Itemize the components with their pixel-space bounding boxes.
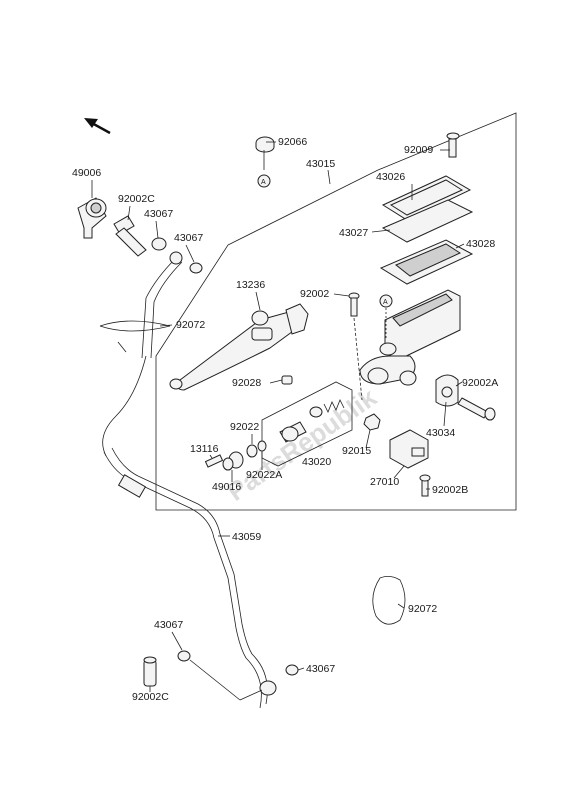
part-switch-27010 [389, 429, 429, 469]
part-bolt-92002a [457, 397, 496, 421]
part-diaphragm-43028 [379, 239, 474, 285]
assembly-outline [155, 112, 517, 511]
label-43067-a: 43067 [144, 208, 173, 220]
label-43067-b: 43067 [174, 232, 203, 244]
label-43067-c: 43067 [154, 619, 183, 631]
part-clamp-92072-bottom [372, 576, 406, 625]
part-bolt-92002c-bottom [143, 656, 157, 687]
label-49016: 49016 [212, 481, 241, 493]
label-13116: 13116 [190, 443, 219, 455]
part-screw-92009 [446, 132, 460, 158]
part-pushrod-13116 [204, 454, 224, 468]
part-clamp-43034 [435, 374, 459, 407]
label-92009: 92009 [404, 144, 433, 156]
part-washer-43067-c [177, 650, 191, 662]
label-92002a: 92002A [462, 377, 498, 389]
label-92072-top: 92072 [176, 319, 205, 331]
label-43059: 43059 [232, 531, 261, 543]
label-43034: 43034 [426, 427, 455, 439]
label-92028: 92028 [232, 377, 261, 389]
label-92022: 92022 [230, 421, 259, 433]
label-43026: 43026 [376, 171, 405, 183]
leader-lines [91, 141, 465, 701]
ref-a-2: A [383, 299, 388, 306]
part-plate-43027 [381, 199, 474, 243]
part-boot-49006 [77, 197, 107, 239]
label-92002: 92002 [300, 288, 329, 300]
part-banjo-lower [259, 664, 299, 696]
label-43067-d: 43067 [306, 663, 335, 675]
label-43015: 43015 [306, 158, 335, 170]
part-piston-kit-43020 [279, 399, 345, 443]
part-cap-92066 [255, 136, 275, 188]
label-43028: 43028 [466, 238, 495, 250]
label-92002c-top: 92002C [118, 193, 155, 205]
direction-arrow-icon [84, 118, 111, 135]
label-49006: 49006 [72, 167, 101, 179]
part-boot-49016 [222, 451, 244, 471]
label-13236: 13236 [236, 279, 265, 291]
label-92072-bottom: 92072 [408, 603, 437, 615]
part-nut-92015 [363, 413, 381, 431]
label-92066: 92066 [278, 136, 307, 148]
part-bolt-92002b [419, 474, 431, 497]
label-92015: 92015 [342, 445, 371, 457]
part-lever [169, 303, 309, 391]
ref-a-1: A [261, 179, 266, 186]
part-washer-43067-a [151, 237, 167, 251]
part-master-cylinder-body [359, 289, 461, 386]
label-92002b: 92002B [432, 484, 468, 496]
part-hose-43059 [103, 447, 268, 709]
part-washer-43067-b [189, 262, 203, 274]
ref-a-marker-2 [379, 294, 393, 308]
part-92028 [281, 375, 293, 385]
part-92022 [246, 444, 258, 458]
part-bolt-92002 [348, 292, 363, 401]
part-hose-upper [102, 251, 183, 457]
label-92022a: 92022A [246, 469, 282, 481]
part-bolt-92002c-top [113, 215, 147, 257]
label-27010: 27010 [370, 476, 399, 488]
label-92002c-bottom: 92002C [132, 691, 169, 703]
part-cover-43026 [381, 175, 472, 221]
label-43027: 43027 [339, 227, 368, 239]
part-92022a [257, 440, 267, 452]
part-clamp-92072-top [99, 320, 171, 353]
label-43020: 43020 [302, 456, 331, 468]
